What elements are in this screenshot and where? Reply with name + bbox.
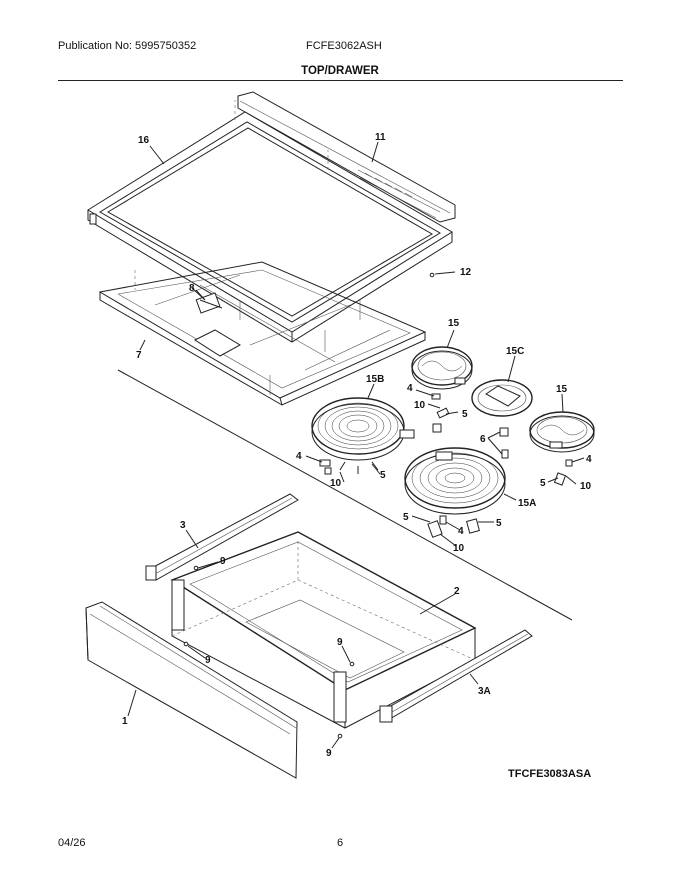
- part-element-15a: [404, 447, 506, 515]
- label-3a: 3A: [478, 686, 491, 697]
- footer-date: 04/26: [58, 837, 86, 849]
- label-3: 3: [180, 520, 186, 531]
- label-9-drawer: 9: [337, 637, 343, 648]
- label-11: 11: [375, 132, 386, 143]
- section-title: TOP/DRAWER: [301, 65, 379, 77]
- label-7: 7: [136, 350, 142, 361]
- label-4-right: 4: [586, 454, 592, 465]
- label-15-right: 15: [556, 384, 568, 395]
- part-screws-9: [183, 565, 355, 739]
- model-number: FCFE3062ASH: [306, 40, 382, 52]
- label-1: 1: [122, 716, 128, 727]
- part-drawer-body: [170, 531, 477, 729]
- label-9-front: 9: [205, 655, 211, 666]
- section-separator-line: [117, 369, 573, 621]
- diagram-model-label: TFCFE3083ASA: [508, 768, 592, 780]
- label-15c: 15C: [506, 346, 524, 357]
- label-10-left: 10: [330, 478, 342, 489]
- label-4-left: 4: [296, 451, 302, 462]
- part-screw-12: [429, 271, 456, 278]
- part-slide-rail-left: [145, 493, 299, 581]
- leader-lines: [127, 141, 585, 749]
- part-cooktop-frame: [98, 261, 427, 406]
- label-5-top: 5: [462, 409, 468, 420]
- part-element-15b: [311, 397, 415, 474]
- label-5-bottom-right: 5: [496, 518, 502, 529]
- label-10-right: 10: [580, 481, 592, 492]
- part-switch-8: [195, 289, 223, 314]
- part-clips: [319, 393, 573, 538]
- label-10-bottom: 10: [453, 543, 465, 554]
- label-5-left: 5: [380, 470, 386, 481]
- label-4-bottom: 4: [458, 526, 464, 537]
- part-slide-rail-right: [379, 629, 533, 723]
- label-2: 2: [454, 586, 460, 597]
- label-9-bottom: 9: [326, 748, 332, 759]
- label-12: 12: [460, 267, 472, 278]
- label-8: 8: [189, 283, 195, 294]
- label-5-right: 5: [540, 478, 546, 489]
- label-15a: 15A: [518, 498, 536, 509]
- part-drawer-front: [85, 601, 298, 779]
- label-15b: 15B: [366, 374, 384, 385]
- label-4-top: 4: [407, 383, 413, 394]
- label-10-top: 10: [414, 400, 426, 411]
- part-labels: 16 11 12 8 7 15 15C 15B 15 4 10 5 6 4 4 …: [122, 132, 592, 759]
- part-element-15c: [471, 379, 533, 417]
- publication-number: Publication No: 5995750352: [58, 40, 197, 52]
- label-9-rail: 9: [220, 556, 226, 567]
- label-15-top: 15: [448, 318, 460, 329]
- label-6: 6: [480, 434, 486, 445]
- header-divider: [58, 80, 623, 81]
- footer-page-number: 6: [337, 837, 344, 849]
- label-16: 16: [138, 135, 150, 146]
- part-element-15-top: [411, 346, 473, 390]
- part-rear-trim: [237, 91, 456, 223]
- part-element-15-right: [529, 411, 595, 453]
- label-5-bottom-left: 5: [403, 512, 409, 523]
- part-cooktop-glass: [87, 100, 453, 343]
